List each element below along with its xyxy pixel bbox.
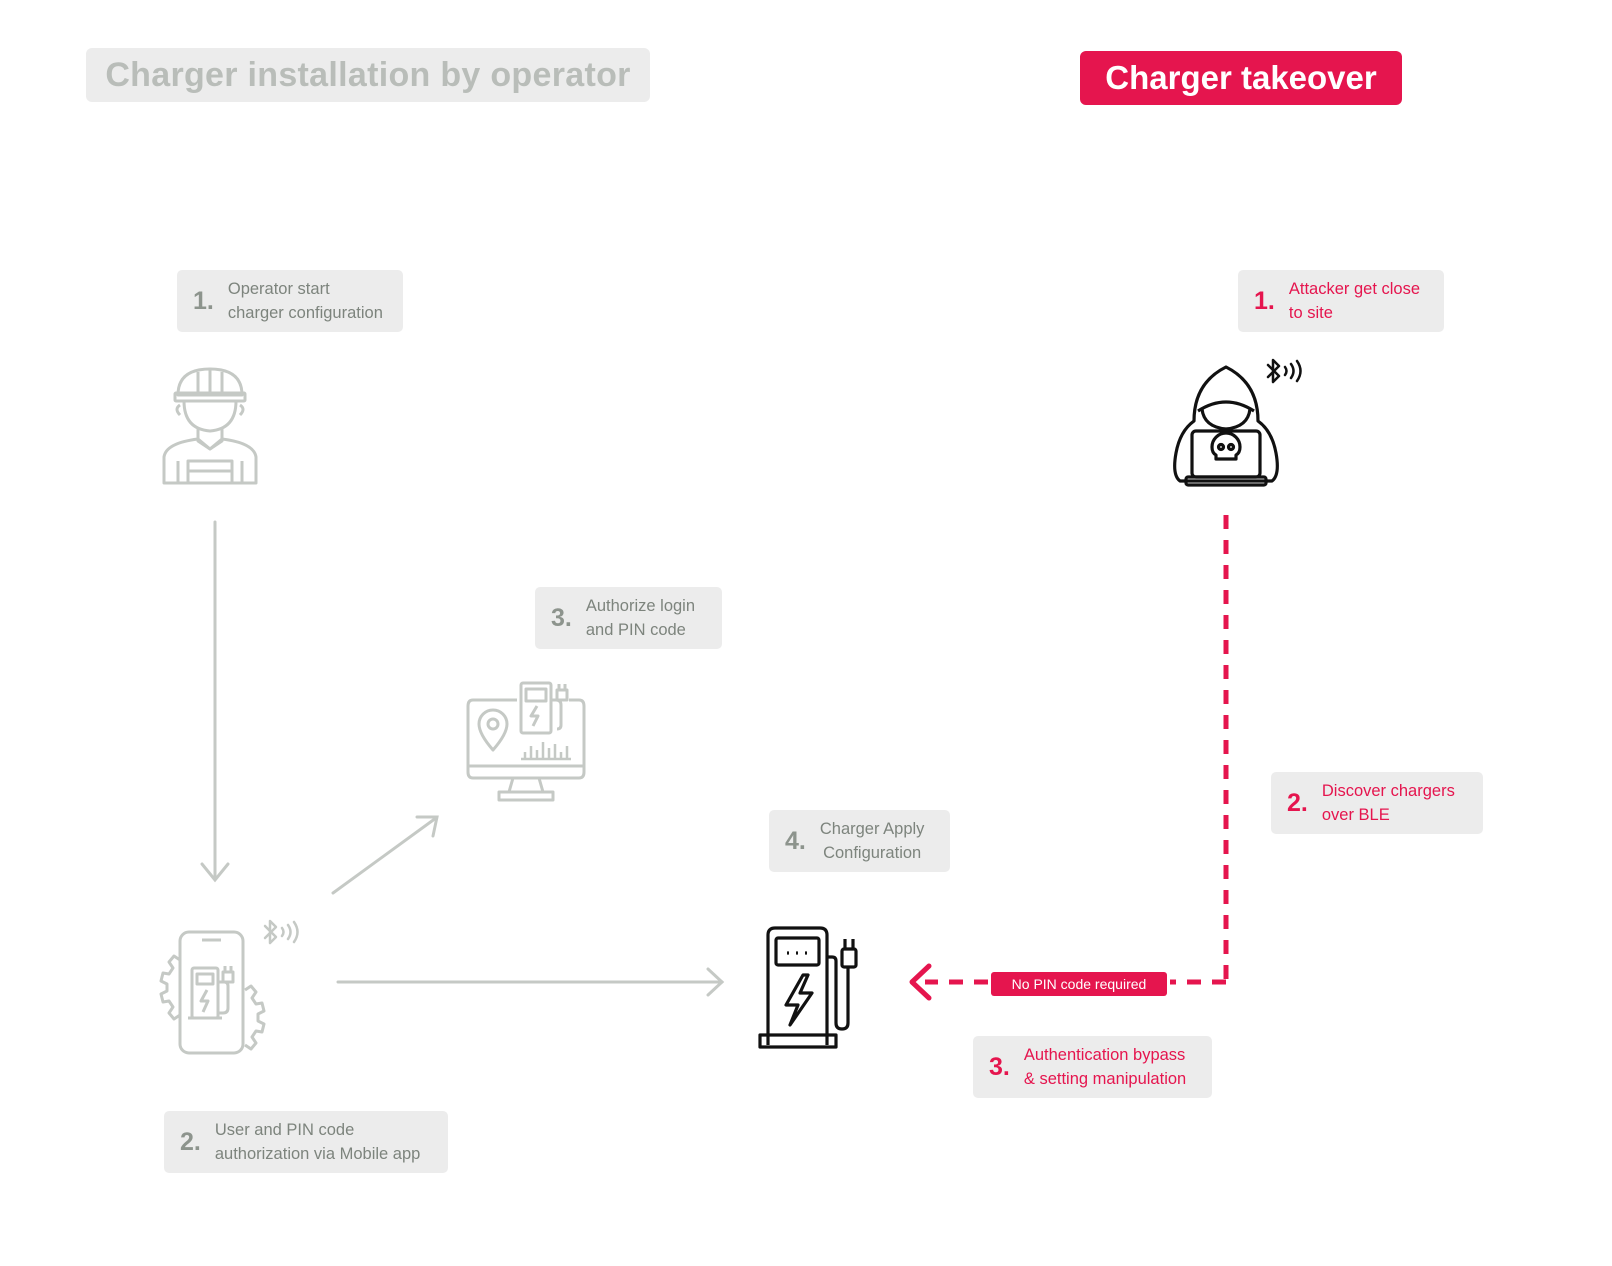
step-text-line: authorization via Mobile app bbox=[214, 1145, 421, 1163]
step-text-line: Discover chargers bbox=[1321, 782, 1455, 800]
operator-section-title: Charger installation by operator bbox=[86, 48, 650, 102]
arrowhead bbox=[706, 967, 725, 997]
step-text-line: User and PIN code bbox=[214, 1121, 355, 1139]
step-number: 1. bbox=[1254, 286, 1275, 315]
step-number: 1. bbox=[193, 286, 214, 315]
step-text-line: Charger Apply bbox=[819, 820, 925, 838]
mobile-charger-app-icon bbox=[159, 930, 266, 1055]
arrowhead bbox=[415, 815, 439, 838]
attack-arrowhead bbox=[909, 963, 932, 1001]
step-number: 3. bbox=[989, 1052, 1010, 1081]
step-text-line: and PIN code bbox=[585, 621, 686, 639]
hacker-laptop-icon bbox=[1173, 365, 1279, 487]
attacker-step-3: 3. Authentication bypass & setting manipu… bbox=[973, 1036, 1212, 1098]
step-text-line: Attacker get close bbox=[1288, 280, 1421, 298]
step-text-line: over BLE bbox=[1321, 806, 1390, 824]
step-number: 2. bbox=[180, 1127, 201, 1156]
step-text-line: Authentication bypass bbox=[1023, 1046, 1186, 1064]
no-pin-label: No PIN code required bbox=[991, 972, 1167, 996]
step-text-line: Configuration bbox=[823, 844, 922, 862]
arrowhead bbox=[200, 862, 230, 883]
step-text-line: to site bbox=[1288, 304, 1333, 322]
step-text-line: Authorize login bbox=[585, 597, 696, 615]
step-text-line: Operator start bbox=[227, 280, 330, 298]
bluetooth-icon bbox=[263, 919, 299, 945]
operator-step-3: 3. Authorize login and PIN code bbox=[535, 587, 722, 649]
worker-icon bbox=[162, 367, 258, 485]
step-text-line: charger configuration bbox=[227, 304, 383, 322]
step-number: 4. bbox=[785, 826, 806, 855]
operator-step-1: 1. Operator start charger configuration bbox=[177, 270, 403, 332]
step-number: 3. bbox=[551, 603, 572, 632]
attacker-step-2: 2. Discover chargers over BLE bbox=[1271, 772, 1483, 834]
bluetooth-icon bbox=[1266, 358, 1302, 384]
arrow-mobile-to-monitor bbox=[331, 816, 438, 895]
operator-step-2: 2. User and PIN code authorization via Mo… bbox=[164, 1111, 448, 1173]
monitor-dashboard-icon bbox=[466, 681, 586, 802]
attacker-section-title: Charger takeover bbox=[1080, 51, 1402, 105]
step-number: 2. bbox=[1287, 788, 1308, 817]
attacker-step-1: 1. Attacker get close to site bbox=[1238, 270, 1444, 332]
charging-station-icon bbox=[758, 926, 858, 1049]
step-text-line: & setting manipulation bbox=[1023, 1070, 1187, 1088]
